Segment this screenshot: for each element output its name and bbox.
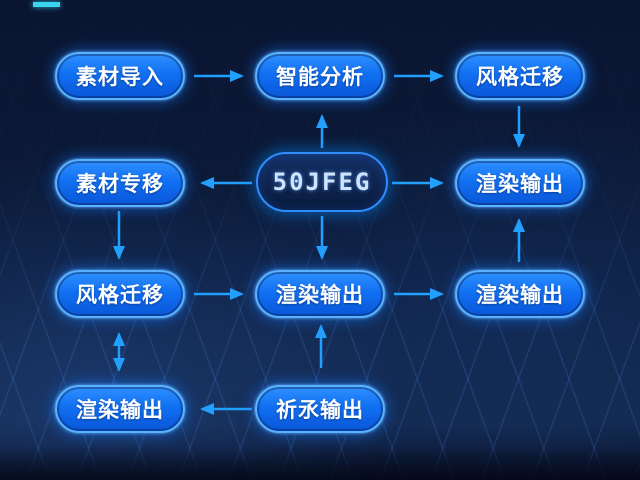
center-logo-text: 50JFEG: [272, 168, 372, 196]
node-label: 风格迁移: [476, 65, 564, 89]
node-material-transfer[interactable]: 素材专移: [55, 159, 185, 207]
node-label: 渲染输出: [76, 398, 164, 422]
node-label: 智能分析: [276, 65, 364, 89]
top-accent-bar: [33, 2, 60, 7]
node-render-output-bottom-mid[interactable]: 祈氶输出: [255, 385, 385, 433]
node-style-transfer-left[interactable]: 风格迁移: [55, 270, 185, 318]
node-material-import[interactable]: 素材导入: [55, 52, 185, 100]
node-style-transfer-top[interactable]: 风格迁移: [455, 52, 585, 100]
node-label: 渲染输出: [476, 172, 564, 196]
node-label: 祈氶输出: [276, 398, 364, 422]
background-bottom-shade: [0, 446, 640, 480]
node-label: 素材专移: [76, 172, 164, 196]
node-render-output-middle[interactable]: 渲染输出: [255, 270, 385, 318]
node-label: 渲染输出: [476, 283, 564, 307]
node-label: 素材导入: [76, 65, 164, 89]
node-render-output-right-top[interactable]: 渲染输出: [455, 159, 585, 207]
node-render-output-bottom-left[interactable]: 渲染输出: [55, 385, 185, 433]
node-label: 风格迁移: [76, 283, 164, 307]
node-smart-analysis[interactable]: 智能分析: [255, 52, 385, 100]
node-label: 渲染输出: [276, 283, 364, 307]
node-render-output-right-bottom[interactable]: 渲染输出: [455, 270, 585, 318]
node-center-logo[interactable]: 50JFEG: [256, 152, 388, 212]
